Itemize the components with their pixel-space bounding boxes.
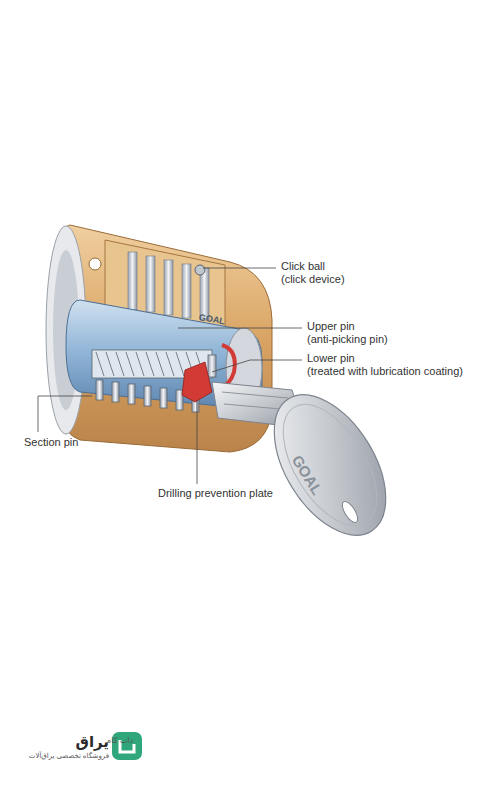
leader-lines	[38, 268, 302, 484]
watermark-text: دات کام	[106, 736, 133, 745]
click-ball	[195, 265, 205, 275]
callout-label: Upper pin	[307, 320, 355, 333]
callout-sublabel: (click device)	[281, 273, 345, 286]
callout-label: Lower pin	[307, 352, 355, 365]
watermark-text: فروشگاه تخصصی یراق‌آلات	[29, 752, 109, 760]
callout-sublabel: (treated with lubrication coating)	[307, 365, 463, 378]
callout-label: Section pin	[24, 436, 78, 449]
callout-label: Click ball	[281, 260, 325, 273]
watermark-text: یراق	[75, 733, 109, 750]
key	[212, 376, 409, 555]
callout-sublabel: (anti-picking pin)	[307, 333, 388, 346]
callout-label: Drilling prevention plate	[158, 487, 273, 500]
